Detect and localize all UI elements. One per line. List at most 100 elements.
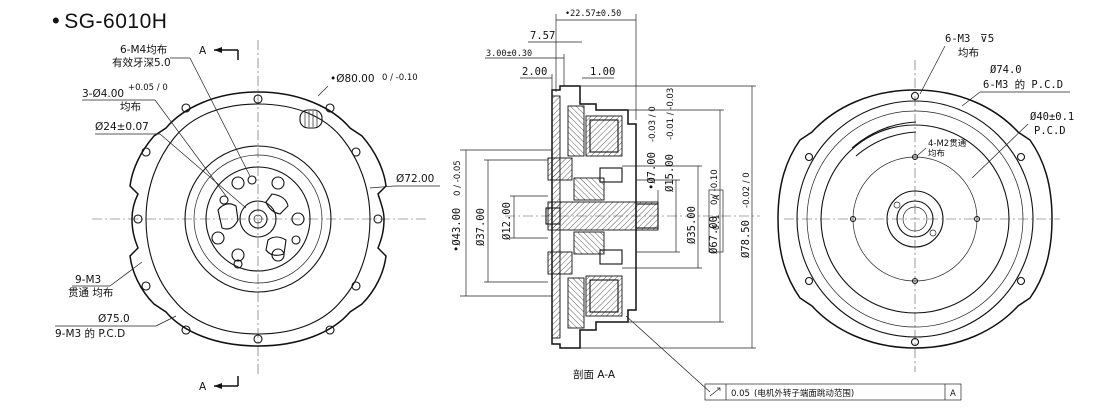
callout-d72: Ø72.00	[369, 173, 440, 189]
svg-text:•Ø43.00: •Ø43.00	[451, 208, 463, 252]
inner-housing-profile	[145, 103, 371, 335]
svg-text:均布: 均布	[120, 101, 141, 113]
bearing-upper	[599, 167, 623, 183]
svg-text:P.C.D: P.C.D	[1034, 125, 1066, 137]
runout-arrow-icon	[709, 387, 721, 397]
svg-text:0 / -0.10: 0 / -0.10	[382, 73, 418, 83]
svg-text:Ø67.00: Ø67.00	[708, 216, 720, 254]
dim-d35: Ø35.00	[622, 165, 702, 269]
upper-rotor	[567, 105, 585, 157]
rim-bolt-holes	[133, 94, 383, 344]
dim-3-00: 3.00±0.30	[485, 49, 565, 86]
svg-text:9-M3 的 P.C.D: 9-M3 的 P.C.D	[55, 327, 125, 340]
svg-text:⊽5: ⊽5	[980, 33, 994, 45]
lower-winding	[589, 279, 619, 313]
dim-d43: •Ø43.00 0 / -0.05	[451, 149, 552, 297]
callout-rear-d40: Ø40±0.1 P.C.D	[971, 111, 1074, 179]
shaft-hole	[248, 209, 268, 229]
callout-m4: 6-M4均布 有效牙深5.0	[112, 44, 251, 177]
cutting-plane-top: A	[199, 45, 239, 60]
section-view: •22.57±0.50 7.57 3.00±0.30 2.00 1.00 •Ø4…	[451, 9, 962, 401]
rear-cable-slot	[851, 121, 917, 149]
hub-ring	[193, 154, 323, 284]
upper-gear	[547, 157, 573, 181]
svg-text:6-M3: 6-M3	[945, 33, 970, 45]
lower-gear	[547, 251, 573, 275]
dim-d12: Ø12.00	[501, 195, 548, 240]
svg-text:A: A	[950, 389, 956, 399]
dim-d7: •Ø7.00 -0.03 / 0	[646, 106, 659, 206]
cutting-plane-bottom: A	[199, 376, 239, 393]
section-label: 剖面 A-A	[573, 368, 616, 381]
rear-hub-boss	[886, 190, 944, 248]
section-housing-outline	[551, 85, 637, 349]
rear-hub-inner	[902, 206, 928, 232]
dim-2-00: 2.00	[520, 66, 553, 92]
upper-stator	[585, 115, 623, 157]
hub-face	[205, 166, 311, 272]
svg-text:Ø37.00: Ø37.00	[475, 208, 487, 246]
svg-text:2.00: 2.00	[522, 66, 547, 78]
dim-22-57: •22.57±0.50	[555, 9, 637, 120]
rear-cable-slot-inner	[855, 131, 917, 157]
planet-carrier-upper	[573, 177, 605, 201]
bearing-lower	[599, 249, 623, 265]
svg-text:Ø15.00: Ø15.00	[664, 154, 676, 192]
svg-text:•Ø80.00: •Ø80.00	[330, 73, 375, 85]
svg-text:0.05: 0.05	[731, 389, 750, 399]
lower-rotor	[567, 277, 585, 329]
rear-view: 6-M3 ⊽5 均布 Ø74.0 6-M3 的 P.C.D Ø40±0.1 P.…	[777, 33, 1074, 372]
svg-text:Ø35.00: Ø35.00	[686, 206, 698, 244]
svg-text:1.00: 1.00	[590, 66, 615, 78]
callout-m3-through: 9-M3 贯通 均布	[68, 261, 143, 299]
rear-cover	[820, 124, 1010, 314]
rear-m2-holes	[849, 153, 981, 285]
m4-holes	[211, 176, 305, 262]
upper-winding	[589, 119, 619, 153]
callout-rear-m3-depth: 6-M3 ⊽5 均布	[919, 33, 994, 95]
svg-text:-0.03 / 0: -0.03 / 0	[648, 106, 658, 142]
runout-tolerance-frame: 0.05 (电机外转子端面跳动范围) A	[625, 315, 962, 401]
svg-text:•22.57±0.50: •22.57±0.50	[565, 9, 621, 19]
callout-pin-holes: 3-Ø4.00 +0.05 / 0 均布	[82, 83, 227, 197]
section-mark-bottom: A	[199, 381, 207, 393]
svg-text:有效牙深5.0: 有效牙深5.0	[112, 56, 171, 69]
svg-text:均布: 均布	[958, 47, 979, 59]
callout-rear-m2: 4-M2贯通 均布	[916, 138, 967, 159]
svg-text:9-M3: 9-M3	[75, 274, 101, 286]
rear-inner-rim	[806, 110, 1024, 328]
svg-text:6-M4均布: 6-M4均布	[120, 44, 167, 56]
dim-d78-5: Ø78.50 -0.02 / 0	[580, 85, 756, 349]
callout-rear-d74: Ø74.0 6-M3 的 P.C.D	[961, 64, 1070, 107]
model-name: SG-6010H	[64, 10, 168, 33]
rear-outer-profile	[777, 89, 1053, 349]
dim-d37: Ø37.00	[475, 159, 548, 283]
lightening-slots	[217, 193, 289, 256]
svg-text:Ø72.00: Ø72.00	[396, 173, 434, 185]
callout-d24: Ø24±0.07	[95, 121, 247, 209]
svg-text:Ø12.00: Ø12.00	[501, 202, 513, 240]
svg-text:Ø74.0: Ø74.0	[990, 64, 1022, 76]
section-mark-top: A	[199, 45, 207, 57]
shaft-center	[253, 214, 263, 224]
callout-d80: •Ø80.00 0 / -0.10	[317, 73, 418, 97]
rear-rim	[796, 100, 1034, 338]
svg-text:0 / -0.10: 0 / -0.10	[710, 169, 720, 205]
front-view: A A	[55, 40, 440, 393]
svg-text:贯通 均布: 贯通 均布	[68, 287, 113, 299]
svg-text:3-Ø4.00: 3-Ø4.00	[82, 88, 124, 100]
planet-carrier-lower	[573, 231, 605, 255]
rear-m3-holes	[804, 91, 1026, 347]
svg-text:+0.05 / 0: +0.05 / 0	[128, 83, 168, 93]
dim-d67: Ø67.00 0 / -0.10 0.1 A	[628, 109, 724, 323]
rear-hub-screws	[893, 201, 937, 237]
svg-text:•Ø7.00: •Ø7.00	[646, 152, 658, 190]
svg-text:Ø78.50: Ø78.50	[740, 220, 752, 258]
svg-text:6-M3 的 P.C.D: 6-M3 的 P.C.D	[983, 78, 1063, 91]
svg-text:4-M2贯通: 4-M2贯通	[928, 138, 967, 149]
dim-7-57: 7.57	[528, 30, 582, 43]
outer-housing-profile	[129, 91, 387, 347]
lower-stator	[585, 275, 623, 317]
shaft-key	[545, 207, 561, 225]
